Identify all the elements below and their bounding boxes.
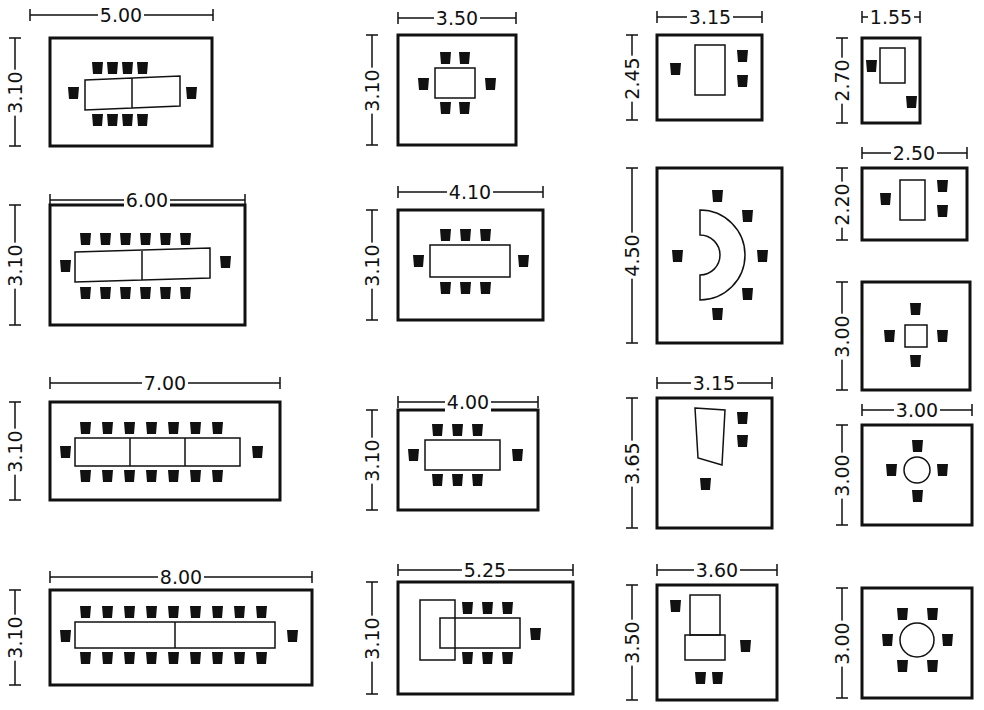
dimension-label: 3.50 xyxy=(623,619,642,665)
dimension-label: 2.45 xyxy=(623,55,642,101)
dimension-label: 3.10 xyxy=(6,69,25,115)
dimension-label: 3.10 xyxy=(6,242,25,288)
dimension-label: 3.60 xyxy=(694,561,740,580)
dimension-label: 3.00 xyxy=(833,313,852,359)
dimension-label: 3.50 xyxy=(434,9,480,28)
dimension-label: 8.00 xyxy=(158,568,204,587)
dimension-label: 7.00 xyxy=(142,374,188,393)
dimension-label: 3.10 xyxy=(363,615,382,661)
dimension-label: 5.25 xyxy=(462,561,508,580)
dimension-label: 1.55 xyxy=(868,8,914,27)
dimension-label: 3.10 xyxy=(6,428,25,474)
dimension-label: 2.50 xyxy=(891,144,937,163)
dimension-label: 3.00 xyxy=(833,452,852,498)
dimension-label: 6.00 xyxy=(124,191,170,210)
dimension-label: 4.10 xyxy=(447,183,493,202)
dimension-label: 3.15 xyxy=(687,8,733,27)
dimension-label: 5.00 xyxy=(98,6,144,25)
dimension-label: 2.70 xyxy=(833,57,852,103)
dimension-label: 3.00 xyxy=(894,401,940,420)
dimension-label: 2.20 xyxy=(833,181,852,227)
dimension-label: 3.15 xyxy=(691,374,737,393)
dimension-label: 3.10 xyxy=(363,67,382,113)
dimension-label: 3.10 xyxy=(363,242,382,288)
dimension-label: 3.00 xyxy=(833,620,852,666)
dimension-label: 4.00 xyxy=(445,393,491,412)
dimension-label: 3.10 xyxy=(6,614,25,660)
dimension-label: 4.50 xyxy=(623,232,642,278)
dimension-label: 3.65 xyxy=(623,440,642,486)
dimension-label: 3.10 xyxy=(363,437,382,483)
